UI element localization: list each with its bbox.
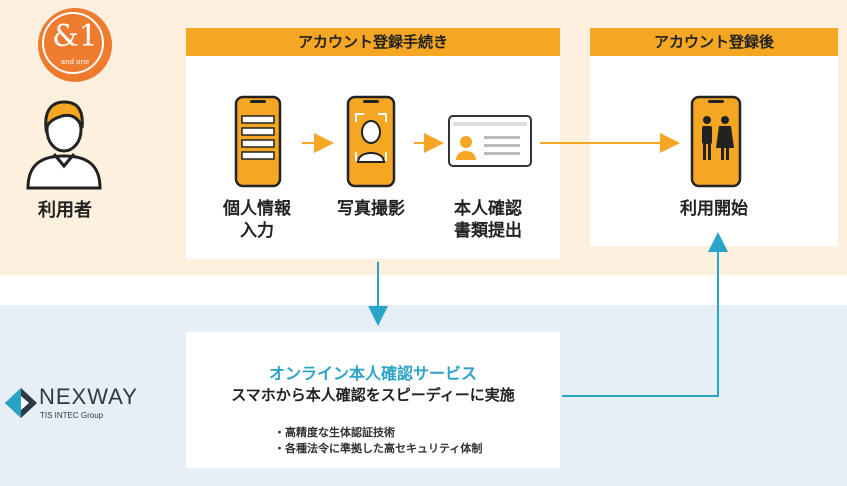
start-use-label: 利用開始 (680, 199, 748, 219)
id-card-icon (448, 115, 532, 167)
service-bullet: ・各種法令に準拠した高セキュリティ体制 (274, 442, 483, 455)
step-label-personal-info: 個人情報 入力 (212, 198, 302, 242)
step-label-line: 本人確認 (454, 199, 522, 219)
step-label-line: 書類提出 (454, 221, 522, 241)
arrow-service-to-start (562, 232, 728, 397)
step-label-document: 本人確認 書類提出 (438, 198, 538, 242)
logo-text: &1 (52, 19, 98, 54)
nexway-name: NEXWAY (39, 384, 138, 409)
user-avatar-icon (26, 100, 102, 190)
and-one-logo: &1 and one (38, 8, 112, 82)
after-registration-header: アカウント登録後 (590, 28, 838, 56)
user-label: 利用者 (38, 200, 92, 221)
phone-camera-icon (346, 95, 396, 188)
phone-form-icon (234, 95, 282, 188)
service-box: オンライン本人確認サービス スマホから本人確認をスピーディーに実施 ・高精度な生… (186, 332, 560, 468)
service-bullet: ・高精度な生体認証技術 (274, 426, 395, 439)
step-label-line: 写真撮影 (337, 199, 405, 219)
step-label-line: 個人情報 (223, 199, 291, 219)
phone-people-icon (690, 95, 742, 188)
nexway-group: TIS INTEC Group (40, 411, 104, 420)
service-subtitle: スマホから本人確認をスピーディーに実施 (231, 386, 515, 404)
logo-subtext: and one (60, 58, 90, 66)
service-title: オンライン本人確認サービス (268, 364, 477, 383)
registration-process-header: アカウント登録手続き (186, 28, 560, 56)
step-label-line: 入力 (240, 221, 274, 241)
nexway-mark-icon (5, 388, 37, 418)
logo-ring (42, 12, 104, 74)
step-label-photo: 写真撮影 (326, 198, 416, 220)
after-registration-box: アカウント登録後 利用開始 (590, 28, 838, 246)
